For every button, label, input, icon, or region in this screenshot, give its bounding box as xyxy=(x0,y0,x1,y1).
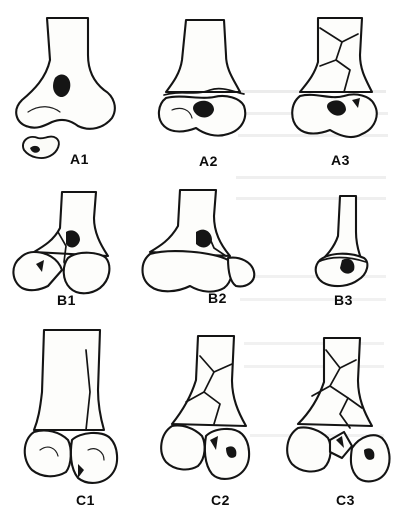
a1-humerus-shaft xyxy=(16,18,115,129)
b2-humerus-shaft xyxy=(150,190,230,256)
panel-label-b3: B3 xyxy=(334,292,353,308)
b1-lateral-condyle xyxy=(13,252,62,290)
c3-lateral-fragment xyxy=(287,427,330,471)
panel-c3: C3 xyxy=(287,338,389,508)
c1-medial-fragment xyxy=(71,433,117,483)
panel-a2: A2 xyxy=(159,20,245,169)
b2-distal-fragment xyxy=(143,251,232,292)
panel-b2: B2 xyxy=(143,190,255,306)
panel-label-c2: C2 xyxy=(211,492,230,508)
a3-humerus-shaft xyxy=(300,18,372,92)
c1-lateral-fragment xyxy=(25,430,71,476)
b2-medial-fragment xyxy=(228,258,254,287)
c2-lateral-fragment xyxy=(161,425,204,469)
panel-label-c1: C1 xyxy=(76,492,95,508)
panel-label-b2: B2 xyxy=(208,290,227,306)
panel-label-c3: C3 xyxy=(336,492,355,508)
panel-label-b1: B1 xyxy=(57,292,76,308)
b1-medial-condyle xyxy=(64,253,110,294)
panel-b1: B1 xyxy=(13,192,109,308)
c3-humerus-shaft xyxy=(298,338,372,426)
a1-avulsed-fragment xyxy=(23,137,59,158)
panel-label-a3: A3 xyxy=(331,152,350,168)
panel-label-a1: A1 xyxy=(70,151,89,167)
panel-a3: A3 xyxy=(292,18,376,168)
panel-c2: C2 xyxy=(161,336,249,508)
c1-humerus-shaft xyxy=(34,330,104,430)
panel-c1: C1 xyxy=(25,330,117,508)
panel-b3: B3 xyxy=(316,196,368,308)
panel-a1: A1 xyxy=(16,18,115,167)
panel-label-a2: A2 xyxy=(199,153,218,169)
a2-humerus-shaft xyxy=(166,20,240,92)
